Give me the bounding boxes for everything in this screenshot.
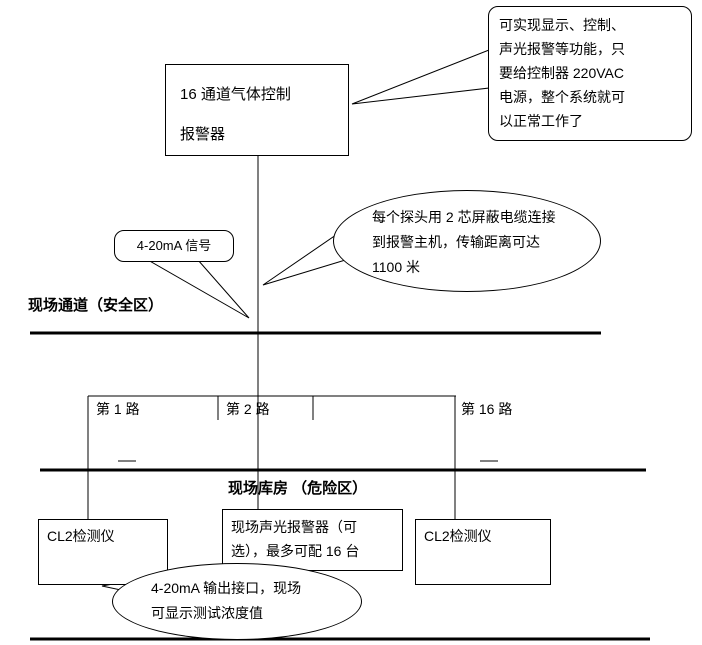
cable-callout: 每个探头用 2 芯屏蔽电缆连接 到报警主机，传输距离可达 1100 米: [333, 190, 601, 292]
detector-right-box: CL2检测仪: [415, 519, 551, 585]
alarm-controller-box: 16 通道气体控制 报警器: [165, 64, 349, 156]
system-callout: 可实现显示、控制、 声光报警等功能，只 要给控制器 220VAC 电源，整个系统…: [488, 6, 692, 141]
channel-16-label: 第 16 路: [461, 401, 513, 417]
output-callout: 4-20mA 输出接口，现场 可显示测试浓度值: [112, 563, 362, 640]
channel-2-label: 第 2 路: [226, 401, 270, 417]
detector-left-box: CL2检测仪: [38, 519, 168, 585]
channel-1-label: 第 1 路: [96, 401, 140, 417]
danger-zone-label: 现场库房 （危险区）: [228, 480, 368, 497]
signal-callout-tail: [146, 259, 250, 319]
signal-callout: 4-20mA 信号: [114, 230, 234, 262]
optional-alarm-box: 现场声光报警器（可 选），最多可配 16 台: [222, 509, 403, 571]
system-callout-tail: [351, 49, 490, 105]
safe-zone-label: 现场通道（安全区）: [28, 297, 164, 314]
